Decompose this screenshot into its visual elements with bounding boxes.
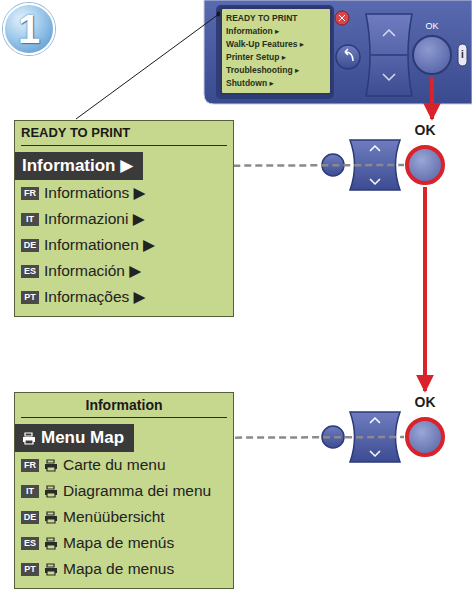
menu-item: Información ▶ xyxy=(44,262,141,280)
ok-button: OK xyxy=(400,393,450,457)
language-code: FR xyxy=(21,459,39,472)
menu-row: ES Mapa de menús xyxy=(21,530,233,556)
leader-line xyxy=(76,14,219,119)
ok-button-face xyxy=(405,145,445,185)
menu-screen-zoom: READY TO PRINT Information ▶ FR Information… xyxy=(14,120,234,317)
down-chevron xyxy=(383,74,395,80)
menu-heading: READY TO PRINT xyxy=(21,121,227,146)
menu-item: Diagramma dei menu xyxy=(63,482,211,500)
cancel-symbol xyxy=(339,15,345,21)
up-chevron xyxy=(370,146,380,151)
menu-row: PT Mapa de menus xyxy=(21,556,233,582)
language-code: FR xyxy=(21,187,39,200)
display-bezel xyxy=(216,5,334,99)
menu-item: Carte du menu xyxy=(63,456,166,474)
selected-item: Menu Map xyxy=(15,424,134,452)
button-label: OK xyxy=(400,393,450,411)
printer-icon xyxy=(44,511,58,524)
menu-row: DE Informationen ▶ xyxy=(21,232,233,258)
back-symbol xyxy=(345,49,353,61)
flow-arrow xyxy=(423,187,427,391)
button-label: OK xyxy=(407,20,457,32)
ok-button-face xyxy=(412,35,452,75)
menu-item: Mapa de menus xyxy=(63,560,174,578)
menu-row: FR Informations ▶ xyxy=(21,180,233,206)
printer-icon xyxy=(22,432,36,445)
screen-menu-item: Information ▸ xyxy=(226,25,326,38)
language-code: DE xyxy=(21,511,39,524)
printer-icon xyxy=(44,459,58,472)
language-code: ES xyxy=(21,265,39,278)
selected-item-text: Information ▶ xyxy=(22,152,133,180)
callout-number: 1 xyxy=(18,9,40,49)
screen-menu-item: Printer Setup ▸ xyxy=(226,51,326,64)
menu-row: FR Carte du menu xyxy=(21,452,233,478)
back-button xyxy=(336,45,360,69)
selected-item: Information ▶ xyxy=(15,152,143,180)
screen-menu-item: Walk-Up Features ▸ xyxy=(226,38,326,51)
button-label: OK xyxy=(400,121,450,139)
selected-slot: Menu Map xyxy=(15,424,233,452)
flow-arrow xyxy=(430,77,434,119)
menu-row: PT Informações ▶ xyxy=(21,284,233,310)
printer-icon xyxy=(44,485,58,498)
menu-row: ES Información ▶ xyxy=(21,258,233,284)
screen-status: READY TO PRINT xyxy=(226,12,326,25)
menu-row: IT Informazioni ▶ xyxy=(21,206,233,232)
down-chevron xyxy=(370,179,380,184)
menu-heading: Information xyxy=(21,393,227,418)
ok-button: OK xyxy=(400,121,450,185)
selected-slot: Information ▶ xyxy=(15,152,233,180)
screen-menu-item: Shutdown ▸ xyxy=(226,77,326,90)
info-button xyxy=(458,44,467,66)
selected-item-text: Menu Map xyxy=(41,424,124,452)
menu-item: Informazioni ▶ xyxy=(44,210,145,228)
lcd-screen: READY TO PRINTInformation ▸Walk-Up Featu… xyxy=(220,7,332,95)
language-code: PT xyxy=(21,563,39,576)
ok-button: OK xyxy=(407,20,457,75)
down-chevron xyxy=(370,451,380,456)
menu-row: DE Menüübersicht xyxy=(21,504,233,530)
menu-item: Mapa de menús xyxy=(63,534,174,552)
menu-row: IT Diagramma dei menu xyxy=(21,478,233,504)
up-chevron xyxy=(370,418,380,423)
printer-icon xyxy=(44,537,58,550)
nav-divider xyxy=(371,54,407,56)
menu-item: Informations ▶ xyxy=(44,184,146,202)
menu-item: Menüübersicht xyxy=(63,508,165,526)
language-code: IT xyxy=(21,485,39,498)
nav-pad xyxy=(366,14,412,96)
menu-screen-zoom: InformationMenu MapFR Carte du menuIT Diag… xyxy=(14,392,234,589)
button-symbol: i xyxy=(458,50,467,60)
screen-menu-item: Troubleshooting ▸ xyxy=(226,64,326,77)
language-code: DE xyxy=(21,239,39,252)
up-chevron xyxy=(383,30,395,36)
menu-item: Informationen ▶ xyxy=(44,236,155,254)
step-callout: 1 xyxy=(3,3,55,55)
language-code: PT xyxy=(21,291,39,304)
printer-icon xyxy=(44,563,58,576)
language-code: IT xyxy=(21,213,39,226)
cancel-button xyxy=(335,11,349,25)
language-code: ES xyxy=(21,537,39,550)
ok-button-face xyxy=(405,417,445,457)
menu-item: Informações ▶ xyxy=(44,288,146,306)
